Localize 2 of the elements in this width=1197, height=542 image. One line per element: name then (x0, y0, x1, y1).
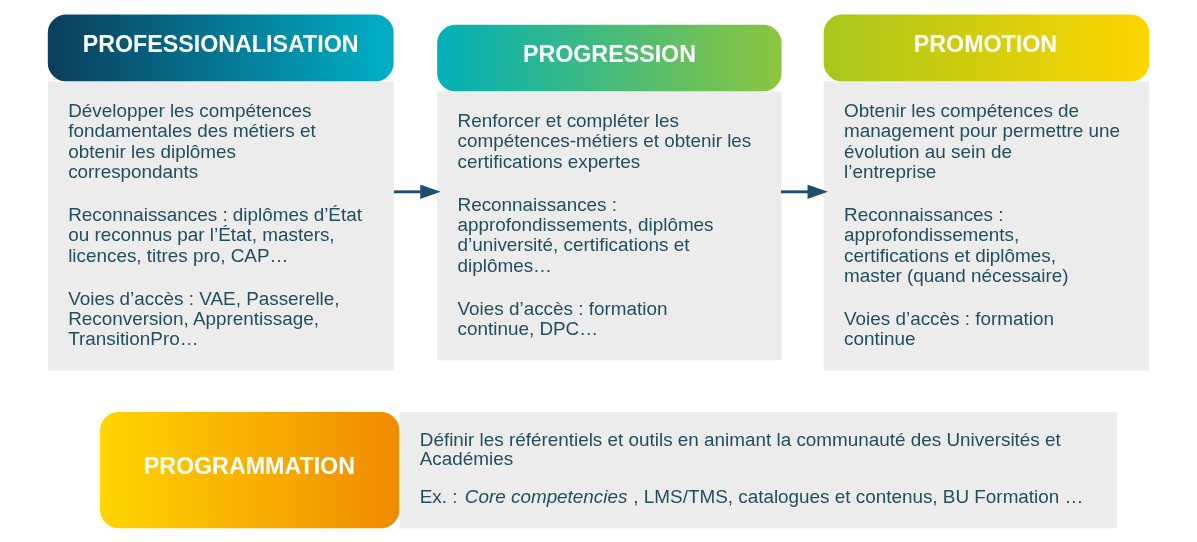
arrow (393, 184, 441, 199)
arrow (780, 184, 828, 199)
